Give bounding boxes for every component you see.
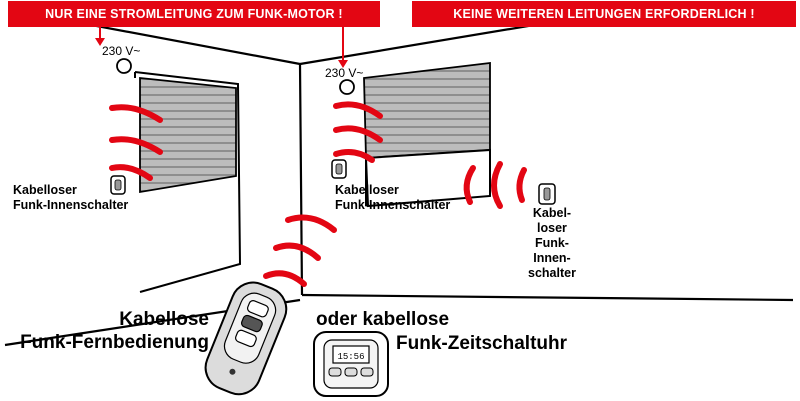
radio-waves-right-wall: [463, 161, 527, 209]
switch-label-right: Kabel- loser Funk- Innen- schalter: [528, 206, 576, 280]
window-right: [363, 61, 491, 208]
timer-prefix-label: oder kabellose: [316, 309, 450, 330]
wall-switch-left: [110, 175, 126, 195]
switch-label-left: Kabelloser Funk-Innenschalter: [13, 183, 129, 212]
remote-control: [204, 281, 288, 396]
timer-label: Funk-Zeitschaltuhr: [396, 333, 568, 354]
timer-display: 15:56: [337, 352, 364, 362]
wall-socket-left: [116, 58, 132, 74]
wall-switch-right: [538, 183, 556, 205]
wall-socket-right: [339, 79, 355, 95]
wall-timer: 15:56: [313, 331, 389, 397]
banner-no-more-wiring: KEINE WEITEREN LEITUNGEN ERFORDERLICH !: [412, 1, 796, 27]
radio-waves-center-wall: [333, 101, 383, 163]
switch-label-center: Kabelloser Funk-Innenschalter: [335, 183, 451, 212]
radio-waves-remote: [263, 214, 337, 287]
power-cable-right: [338, 22, 348, 68]
voltage-label-right: 230 V~: [325, 66, 364, 80]
window-left: [134, 71, 242, 293]
banner-single-power-line: NUR EINE STROMLEITUNG ZUM FUNK-MOTOR !: [8, 1, 380, 27]
remote-label: Kabellose Funk-Fernbedienung: [20, 309, 209, 353]
wall-switch-center: [331, 159, 347, 179]
voltage-label-left: 230 V~: [102, 44, 141, 58]
radio-waves-left-wall: [109, 104, 163, 181]
